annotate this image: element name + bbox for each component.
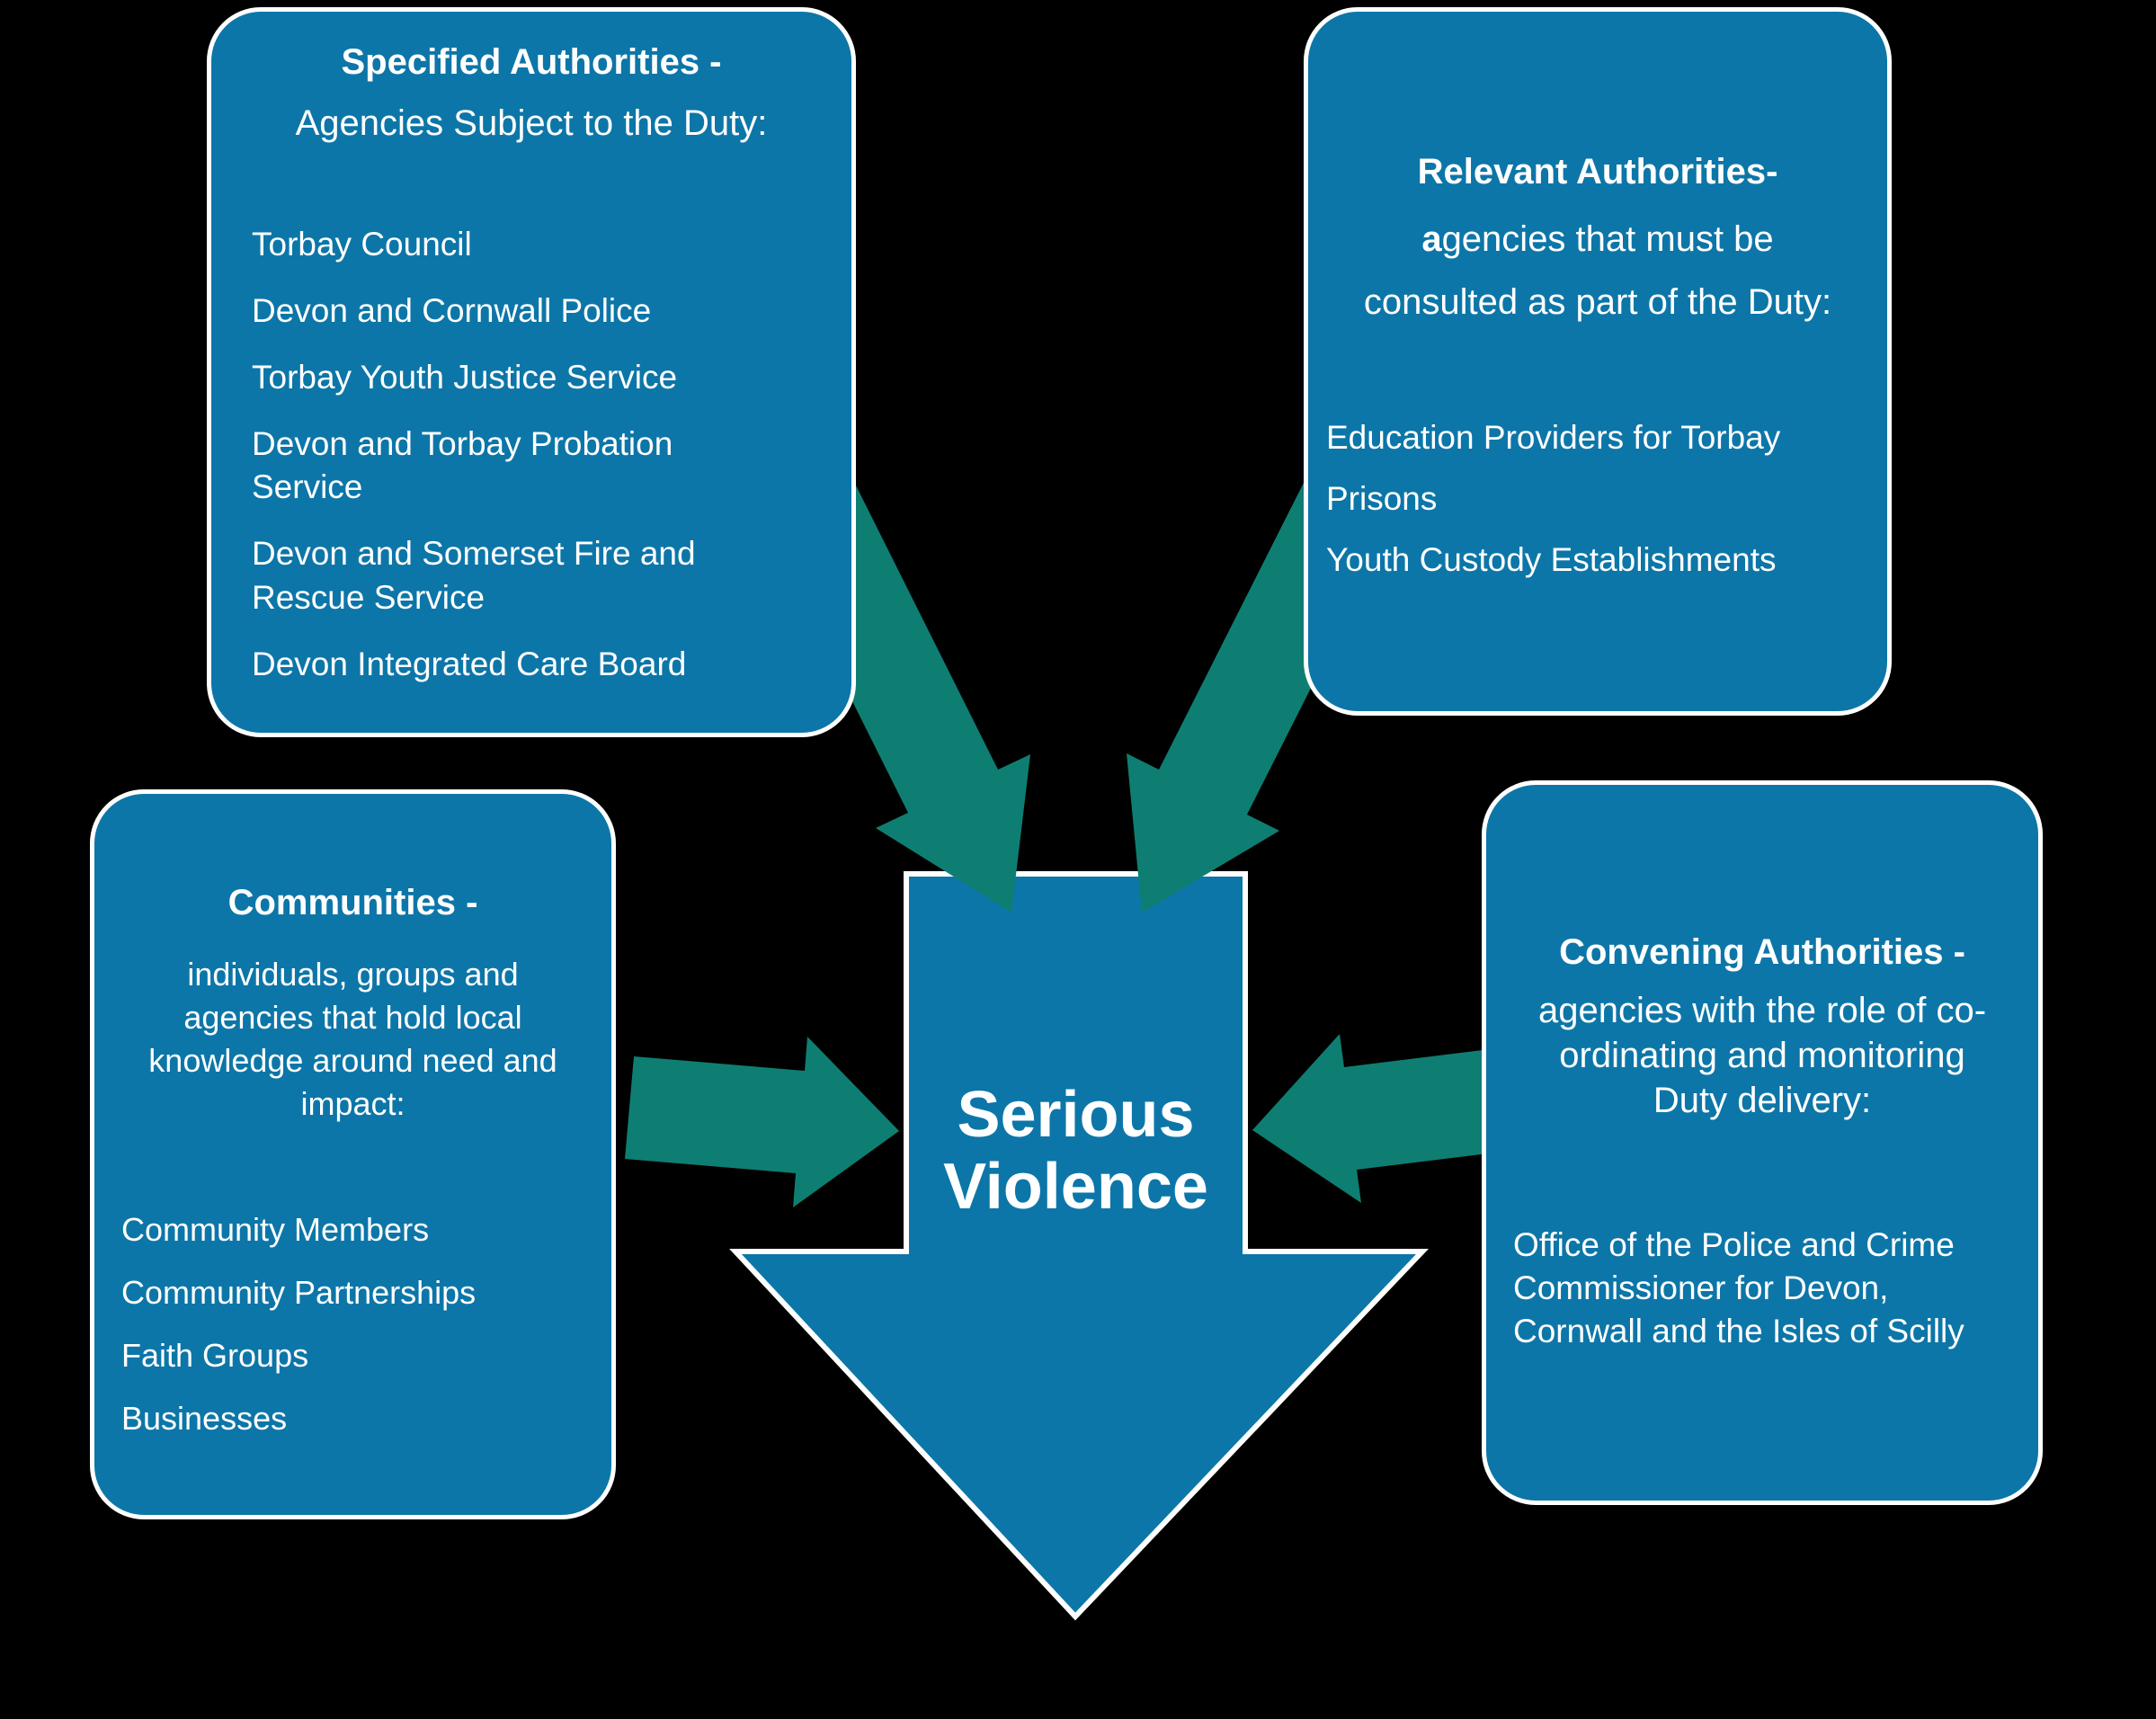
label-line: Violence	[943, 1151, 1208, 1223]
subtitle-line: agencies that hold local	[183, 999, 522, 1036]
relevant-authorities-list: Education Providers for Torbay Prisons Y…	[1326, 416, 1869, 582]
relevant-authorities-subtitle: agencies that must be consulted as part …	[1326, 208, 1869, 334]
body-line: Cornwall and the Isles of Scilly	[1513, 1313, 1964, 1349]
convening-authorities-title: Convening Authorities -	[1559, 932, 1965, 972]
relevant-authorities-title: Relevant Authorities-	[1417, 152, 1778, 191]
specified-authorities-list: Torbay Council Devon and Cornwall Police…	[252, 223, 769, 686]
body-line: Commissioner for Devon,	[1513, 1269, 1889, 1306]
communities-subtitle: individuals, groups and agencies that ho…	[121, 953, 584, 1126]
arrow-from-convening-authorities	[1252, 1034, 1517, 1203]
subtitle-line: Duty delivery:	[1653, 1081, 1872, 1120]
list-item: Torbay Youth Justice Service	[252, 359, 678, 396]
list-item: Prisons	[1326, 480, 1438, 517]
subtitle-line: agencies that must be	[1326, 208, 1869, 271]
serious-violence-label: Serious Violence	[906, 1079, 1245, 1223]
body-line: Office of the Police and Crime	[1513, 1226, 1955, 1263]
list-item: Devon and Cornwall Police	[252, 292, 652, 330]
convening-authorities-box: Convening Authorities - agencies with th…	[1482, 780, 2043, 1505]
communities-title: Communities -	[227, 883, 478, 922]
specified-authorities-title: Specified Authorities -	[341, 42, 722, 82]
serious-violence-arrow-shape	[729, 871, 1429, 1621]
subtitle-line: knowledge around need and	[148, 1042, 557, 1079]
specified-authorities-subtitle: Agencies Subject to the Duty:	[295, 103, 768, 143]
list-item: Faith Groups	[121, 1337, 309, 1374]
list-item: Community Members	[121, 1211, 430, 1248]
arrow-from-communities	[625, 1037, 899, 1207]
communities-list: Community Members Community Partnerships…	[121, 1208, 584, 1440]
list-item: Businesses	[121, 1400, 288, 1437]
subtitle-bold-prefix: a	[1421, 219, 1442, 259]
subtitle-line: individuals, groups and	[187, 956, 519, 993]
subtitle-line-rest: gencies that must be	[1441, 219, 1774, 259]
convening-authorities-subtitle: agencies with the role of co- ordinating…	[1513, 988, 2011, 1123]
label-line: Serious	[957, 1079, 1195, 1151]
communities-box: Communities - individuals, groups and ag…	[90, 789, 616, 1519]
list-item: Torbay Council	[252, 226, 472, 263]
list-item: Education Providers for Torbay	[1326, 419, 1781, 456]
subtitle-line: impact:	[300, 1085, 405, 1122]
convening-authorities-body: Office of the Police and Crime Commissio…	[1513, 1224, 2011, 1353]
list-item: Devon Integrated Care Board	[252, 645, 687, 682]
list-item: Youth Custody Establishments	[1326, 541, 1777, 578]
subtitle-line: agencies with the role of co-	[1537, 991, 1987, 1030]
specified-authorities-box: Specified Authorities - Agencies Subject…	[207, 7, 856, 737]
subtitle-line: ordinating and monitoring	[1559, 1036, 1965, 1075]
relevant-authorities-box: Relevant Authorities- agencies that must…	[1304, 7, 1892, 716]
subtitle-line: consulted as part of the Duty:	[1363, 282, 1832, 322]
list-item: Devon and Somerset Fire and Rescue Servi…	[252, 535, 696, 616]
list-item: Devon and Torbay Probation Service	[252, 425, 673, 506]
list-item: Community Partnerships	[121, 1274, 477, 1311]
